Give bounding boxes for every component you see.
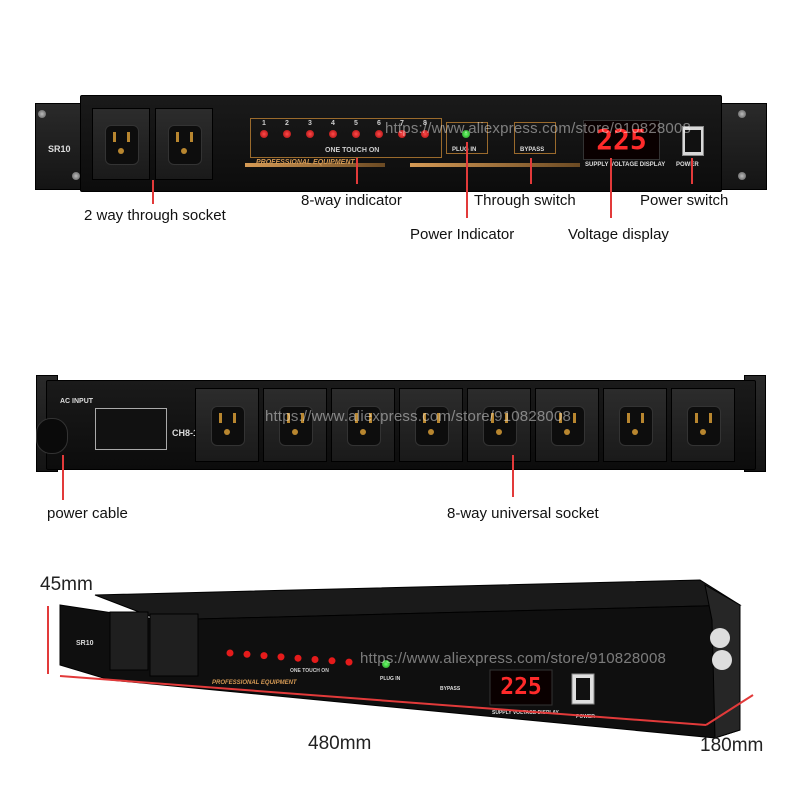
- indicator-led: [277, 653, 285, 661]
- universal-socket: [535, 388, 599, 462]
- gold-stripe: [410, 163, 580, 167]
- callout-line: [530, 158, 532, 184]
- watermark-text: https://www.aliexpress.com/store/9108280…: [360, 650, 667, 667]
- indicator-led: [306, 130, 314, 138]
- callout-line: [512, 455, 514, 497]
- indicator-number: 2: [285, 120, 289, 127]
- through-socket: [155, 108, 213, 180]
- indicator-led: [421, 130, 429, 138]
- socket-icon: [149, 613, 199, 677]
- power-label: POWER: [676, 162, 699, 168]
- callout-through-socket: 2 way through socket: [84, 207, 226, 224]
- perspective-power-indicator-led: [382, 660, 390, 668]
- perspective-supply-label: SUPPLY VOLTAGE DISPLAY: [492, 710, 559, 716]
- perspective-power-label: POWER: [576, 714, 595, 720]
- indicator-led: [352, 130, 360, 138]
- ac-input-label: AC INPUT: [60, 398, 94, 405]
- callout-line: [466, 142, 468, 218]
- watermark-text: https://www.aliexpress.com/store/9108280…: [265, 408, 572, 425]
- callout-line: [152, 180, 154, 204]
- universal-socket: [603, 388, 667, 462]
- universal-socket: [671, 388, 735, 462]
- perspective-voltage-display: 225: [500, 674, 542, 700]
- callout-line: [62, 455, 64, 500]
- power-indicator-led: [462, 130, 470, 138]
- universal-socket: [467, 388, 531, 462]
- depth-dimension: 180mm: [700, 735, 764, 756]
- gold-stripe: [245, 163, 385, 167]
- screw-icon: [72, 172, 80, 180]
- screw-icon: [738, 110, 746, 118]
- callout-power-switch: Power switch: [640, 192, 729, 209]
- indicator-number: 8: [423, 120, 427, 127]
- screw-icon: [712, 650, 732, 670]
- indicator-frame: [250, 118, 442, 158]
- indicator-led: [311, 656, 319, 663]
- indicator-led: [345, 658, 353, 666]
- callout-power-indicator: Power Indicator: [410, 226, 515, 243]
- indicator-led: [260, 652, 268, 660]
- callout-8way-indicator: 8-way indicator: [301, 192, 402, 209]
- callout-power-cable: power cable: [47, 505, 128, 522]
- perspective-unit: [59, 579, 742, 739]
- callout-line: [610, 158, 612, 218]
- bypass-label: BYPASS: [520, 147, 545, 153]
- indicator-number: 6: [377, 120, 381, 127]
- plug-in-label: PLUG IN: [452, 147, 477, 153]
- perspective-professional-label: PROFESSIONAL EQUIPMENT: [212, 680, 297, 686]
- indicator-led: [375, 130, 383, 138]
- indicator-led: [329, 130, 337, 138]
- indicator-led: [294, 654, 302, 662]
- screw-icon: [738, 172, 746, 180]
- indicator-led: [226, 649, 234, 657]
- universal-socket: [399, 388, 463, 462]
- indicator-led: [328, 657, 336, 665]
- height-dimension: 45mm: [40, 574, 93, 595]
- professional-label: PROFESSIONAL EQUIPMENT: [256, 159, 355, 166]
- indicator-led: [243, 650, 251, 658]
- callout-line: [356, 158, 358, 184]
- width-dimension: 480mm: [308, 733, 372, 754]
- indicator-led: [283, 130, 291, 138]
- indicator-led: [398, 130, 406, 138]
- indicator-number: 4: [331, 120, 335, 127]
- through-socket: [92, 108, 150, 180]
- indicator-number: 1: [262, 120, 266, 127]
- power-cable: [36, 418, 68, 454]
- perspective-model-label: SR10: [76, 640, 94, 647]
- indicator-led: [260, 130, 268, 138]
- callout-universal-socket: 8-way universal socket: [447, 505, 599, 522]
- socket-icon: [109, 611, 149, 671]
- one-touch-label: ONE TOUCH ON: [325, 147, 380, 154]
- perspective-bypass-label: BYPASS: [440, 686, 461, 692]
- universal-socket: [331, 388, 395, 462]
- perspective-one-touch-label: ONE TOUCH ON: [290, 668, 329, 674]
- perspective-plug-in-label: PLUG IN: [380, 676, 401, 682]
- universal-socket: [263, 388, 327, 462]
- perspective-power-switch-rocker: [576, 678, 590, 700]
- model-label: SR10: [48, 144, 71, 154]
- watermark-text: https://www.aliexpress.com/store/9108280…: [385, 120, 692, 137]
- height-dimension-line: [47, 606, 49, 674]
- callout-line: [691, 158, 693, 184]
- power-switch[interactable]: [682, 126, 704, 156]
- universal-socket: [195, 388, 259, 462]
- screw-icon: [38, 110, 46, 118]
- voltage-display: 225: [583, 120, 660, 160]
- perspective-indicator-row: [226, 649, 353, 666]
- width-dimension-line: [59, 675, 707, 726]
- indicator-number: 7: [400, 120, 404, 127]
- supply-voltage-label: SUPPLY VOLTAGE DISPLAY: [585, 162, 666, 168]
- caution-plate: [95, 408, 167, 450]
- depth-dimension-line: [705, 694, 754, 726]
- indicator-number: 3: [308, 120, 312, 127]
- callout-through-switch: Through switch: [474, 192, 576, 209]
- perspective-voltage-display-bg: [489, 669, 553, 706]
- indicator-number: 5: [354, 120, 358, 127]
- bypass-frame: [514, 122, 556, 154]
- screw-icon: [710, 628, 730, 648]
- callout-voltage-display: Voltage display: [568, 226, 669, 243]
- back-model-label: CH8-1: [172, 428, 199, 438]
